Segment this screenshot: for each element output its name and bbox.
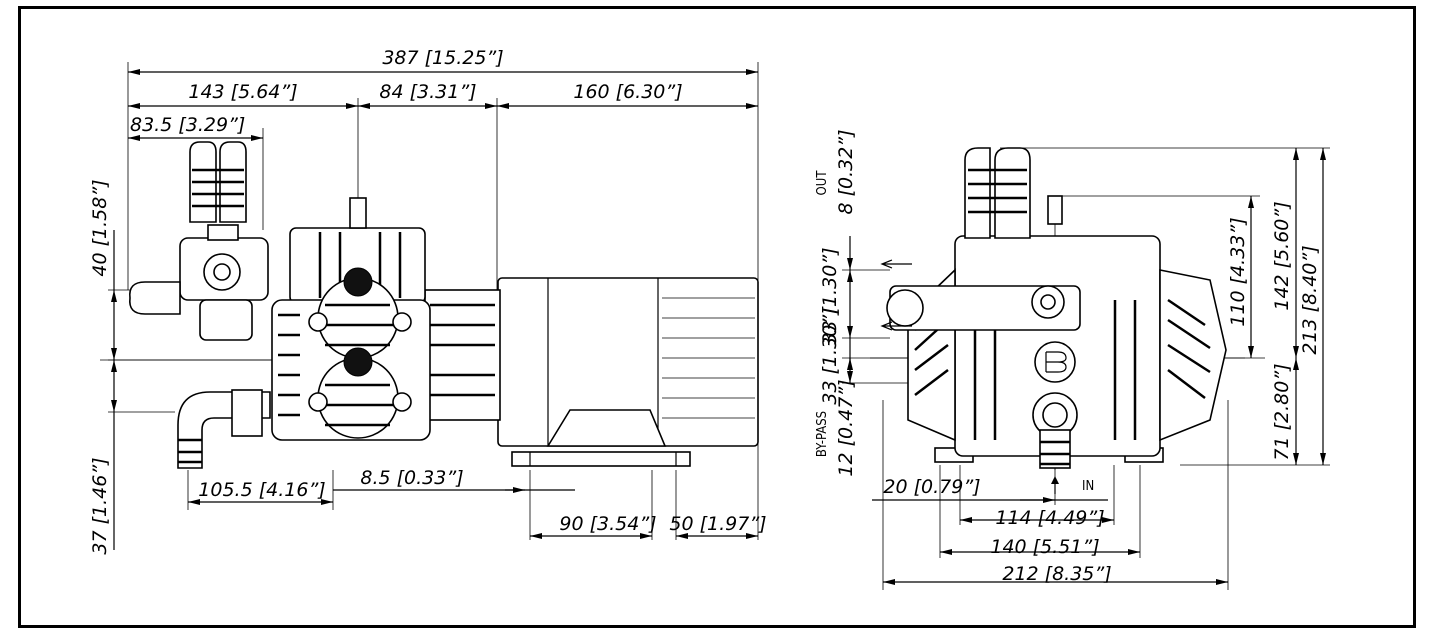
dim-motor-length: 160 [6.30”] (573, 81, 682, 103)
side-extension-lines (108, 62, 759, 540)
dim-head-length: 143 [5.64”] (188, 81, 297, 103)
front-pump-illustration (880, 147, 1227, 494)
dim-height-142: 142 [5.60”] (1271, 201, 1293, 310)
dim-overall-length: 387 [15.25”] (382, 47, 503, 69)
front-pressure-fitting (1047, 195, 1063, 225)
front-view: OUT 8 [0.32”] 33 [1.30”] 33 [1.30”] BY-P… (815, 129, 1330, 590)
front-knob-right (994, 147, 1031, 239)
pressure-fitting (349, 197, 367, 229)
sheet-border (18, 6, 1416, 628)
flange (424, 289, 501, 421)
front-extension-lines (842, 147, 1330, 590)
dim-height-213: 213 [8.40”] (1299, 245, 1321, 354)
side-dimension-labels: 387 [15.25”] 143 [5.64”] 84 [3.31”] 160 … (89, 47, 767, 555)
dim-foot-offset: 8.5 [0.33”] (360, 467, 463, 489)
dim-foot-end: 50 [1.97”] (669, 513, 766, 535)
dim-height-110: 110 [4.33”] (1227, 217, 1249, 326)
dim-inlet-offset: 105.5 [4.16”] (198, 479, 325, 501)
dim-mid-length: 84 [3.31”] (379, 81, 476, 103)
label-bypass: BY-PASS (815, 411, 830, 457)
dim-height-71: 71 [2.80”] (1271, 363, 1293, 460)
front-dimension-labels: OUT 8 [0.32”] 33 [1.30”] 33 [1.30”] BY-P… (815, 129, 1321, 585)
dim-port-height-lower: 33 [1.30”] (819, 307, 841, 404)
right-diaphragm-housing (1159, 269, 1227, 442)
outlet-port (128, 281, 181, 315)
inlet-connector (1039, 429, 1071, 469)
dim-foot-spacing: 90 [3.54”] (559, 513, 656, 535)
dim-valve-offset: 83.5 [3.29”] (130, 114, 245, 136)
label-out: OUT (815, 170, 830, 196)
dim-foot-114: 114 [4.49”] (995, 507, 1104, 529)
motor-foot-block (546, 409, 667, 447)
dim-outlet-height: 40 [1.58”] (89, 179, 111, 276)
dim-port-height-upper: 33 [1.30”] (819, 247, 841, 344)
side-pump-illustration (128, 141, 759, 469)
front-knob-left (964, 147, 991, 239)
front-dimension-lines (847, 148, 1326, 585)
dim-bypass-offset: 12 [0.47”] (835, 379, 857, 476)
dim-inlet-height: 37 [1.46”] (89, 457, 111, 554)
label-in: IN (1082, 479, 1094, 494)
side-dimension-lines (111, 69, 758, 550)
dim-foot-140: 140 [5.51”] (990, 536, 1099, 558)
dim-front-inlet-offset: 20 [0.79”] (883, 476, 980, 498)
dim-out-offset: 8 [0.32”] (835, 129, 857, 214)
side-view: 387 [15.25”] 143 [5.64”] 84 [3.31”] 160 … (89, 47, 767, 555)
dim-width-212: 212 [8.35”] (1002, 563, 1111, 585)
motor-base-plate (511, 451, 691, 467)
